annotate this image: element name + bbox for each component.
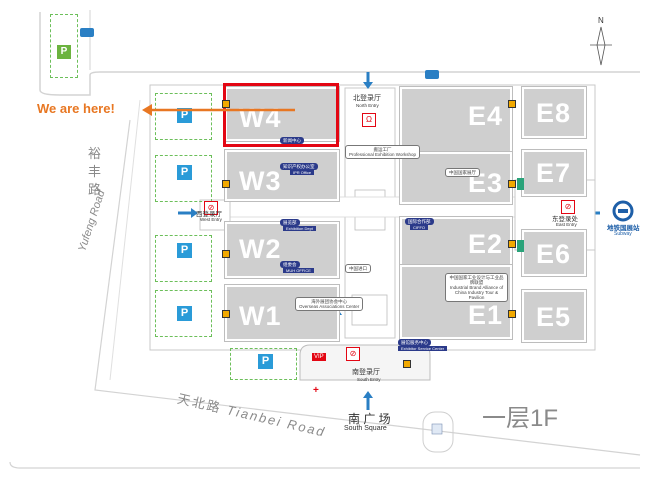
hall-e2-label: E2 — [468, 229, 504, 259]
metro-icon — [612, 200, 634, 222]
south-square-cn: 南 广 场 — [348, 412, 391, 426]
tag-exhibitor-service-en: Exhibitor Service Center — [398, 346, 448, 351]
tag-ipr-office-en: IPR Office — [290, 170, 315, 175]
hall-e4[interactable]: E4 — [400, 87, 512, 156]
east-entry-cn: 东登录处 — [552, 216, 578, 223]
hall-e7[interactable]: E7 — [522, 150, 586, 196]
parking-icon-south: P — [258, 354, 273, 369]
west-entry-en: West Entry — [200, 217, 222, 222]
tag-workshop: 搬运工厂 Professional Exhibition Workshop — [345, 145, 420, 159]
tag-industrial-alliance: 中国国家工业设计与工业品牌联盟 Industrial Brand Allianc… — [445, 273, 508, 302]
compass-icon — [590, 26, 612, 66]
tag-workshop-en: Professional Exhibition Workshop — [349, 152, 416, 157]
hall-e1-label: E1 — [468, 300, 504, 330]
south-entry-en: South Entry — [357, 377, 381, 382]
current-location-highlight — [223, 83, 339, 147]
hall-e6-label: E6 — [536, 239, 572, 269]
first-aid-icon: + — [313, 385, 319, 396]
north-entry-en: North Entry — [356, 103, 379, 108]
tag-exhibition-dept-cn[interactable]: 展览部 — [280, 219, 300, 226]
tag-national-hall: 中国国家展厅 — [445, 168, 480, 177]
parking-icon-w4: P — [177, 108, 192, 123]
hall-w1-label: W1 — [239, 301, 282, 331]
south-entry-cn: 南登录厅 — [352, 369, 380, 376]
hall-w4-label: W4 — [239, 103, 282, 133]
you-are-here-arrow — [142, 104, 295, 116]
marker-6 — [508, 180, 516, 188]
hall-e7-label: E7 — [536, 158, 572, 188]
south-square-en: South Square — [344, 425, 387, 432]
vip-badge: VIP — [312, 353, 326, 361]
parking-icon-w1: P — [177, 306, 192, 321]
west-entry-cn: 西登录厅 — [196, 211, 222, 218]
tag-alliance-cn: 中国国家工业设计与工业品牌联盟 — [449, 275, 504, 285]
hall-e4-label: E4 — [468, 101, 504, 131]
marker-3 — [222, 250, 230, 258]
tag-exhibition-dept-en: Exhibition Dept — [283, 226, 316, 231]
tag-ipr-office-cn[interactable]: 知识产权办公室 — [280, 163, 318, 170]
parking-icon-w2: P — [177, 243, 192, 258]
tag-overseas-en: Overseas Associations Center — [299, 304, 360, 309]
hall-w1[interactable]: W1 — [225, 285, 339, 341]
hall-e3[interactable]: E3 — [400, 152, 512, 204]
tag-exhibitor-service-cn[interactable]: 展馆服务中心 — [398, 339, 431, 346]
parking-lot-w3 — [155, 155, 212, 202]
parking-lot-south — [230, 348, 297, 380]
bus-icon-north — [425, 70, 439, 79]
tag-alliance-en: Industrial Brand Alliance of China Indus… — [449, 285, 504, 300]
compass-north-label: N — [598, 16, 604, 25]
tag-organizing-en: MUH OFFICE — [283, 268, 314, 273]
marker-7 — [508, 240, 516, 248]
hall-e5-label: E5 — [536, 302, 572, 332]
east-entry-en: East Entry — [556, 222, 577, 227]
floor-label: 一层1F — [482, 405, 559, 432]
bus-icon — [80, 28, 94, 37]
north-entry-cn: 北登录厅 — [353, 95, 381, 102]
you-are-here-label: We are here! — [37, 101, 115, 116]
tag-overseas-cn: 海外展团协会中心 — [311, 299, 348, 304]
tag-china-import: 中国进口 — [345, 264, 371, 273]
marker-9 — [403, 360, 411, 368]
marker-2 — [222, 180, 230, 188]
tag-workshop-cn: 搬运工厂 — [373, 147, 392, 152]
hall-e5[interactable]: E5 — [522, 290, 586, 342]
parking-lot-w1 — [155, 290, 212, 337]
metro-label-en: Subway — [614, 231, 632, 237]
north-entry-icon[interactable]: Ω — [362, 113, 376, 127]
elevator-icon-2 — [517, 240, 524, 252]
tag-intl-coop-cn[interactable]: 国际合作部 — [405, 218, 434, 225]
hall-e8-label: E8 — [536, 98, 572, 128]
marker-1 — [222, 100, 230, 108]
tag-organizing-cn[interactable]: 组委会 — [280, 261, 300, 268]
parking-lot-w2 — [155, 235, 212, 282]
hall-e6[interactable]: E6 — [522, 230, 586, 276]
tag-intl-coop-en: CIFFO — [410, 225, 428, 230]
hall-w2[interactable]: W2 — [225, 222, 339, 278]
hall-e8[interactable]: E8 — [522, 87, 586, 138]
marker-8 — [508, 310, 516, 318]
elevator-icon-1 — [517, 178, 524, 190]
yufeng-road-cn: 裕丰路 — [88, 146, 102, 197]
marker-5 — [508, 100, 516, 108]
metro-label-cn: 地铁国展站 — [607, 225, 640, 232]
hall-w3[interactable]: W3 — [225, 150, 339, 201]
hall-w2-label: W2 — [239, 234, 282, 264]
parking-icon-nw: P — [57, 45, 71, 59]
parking-lot-w4 — [155, 93, 212, 140]
west-entry-icon[interactable]: ⊘ — [204, 201, 218, 215]
tag-overseas-center: 海外展团协会中心 Overseas Associations Center — [295, 297, 364, 311]
south-entry-icon[interactable]: ⊘ — [346, 347, 360, 361]
parking-icon-w3: P — [177, 165, 192, 180]
hall-w3-label: W3 — [239, 166, 282, 196]
east-entry-icon[interactable]: ⊘ — [561, 200, 575, 214]
tag-news-center[interactable]: 新闻中心 — [280, 137, 304, 144]
marker-4 — [222, 310, 230, 318]
parking-lot-nw — [50, 14, 78, 78]
